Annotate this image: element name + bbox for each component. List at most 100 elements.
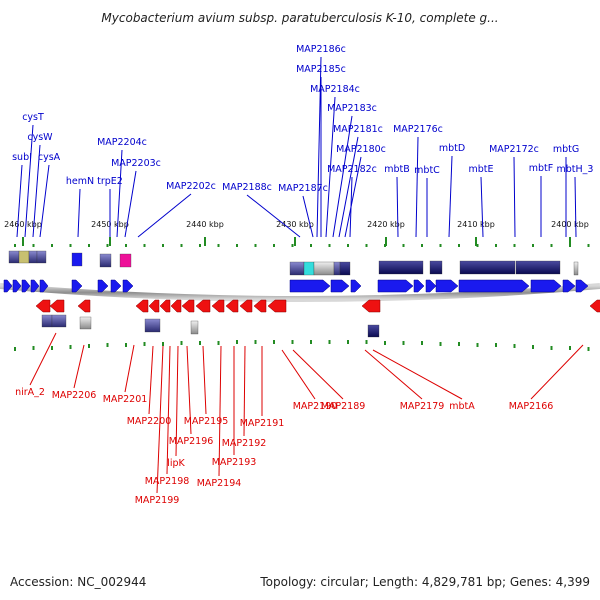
- tick-dot: [291, 244, 294, 247]
- reverse-leader-line: [281, 349, 316, 400]
- forward-gene-label: MAP2181c: [333, 124, 383, 135]
- tick-dot: [587, 244, 590, 247]
- forward-gene-label: mbtE: [468, 164, 493, 175]
- feature-box: [367, 324, 380, 338]
- feature-box: [313, 261, 335, 276]
- feature-box: [333, 261, 341, 276]
- forward-gene-arrow: [71, 279, 83, 293]
- tick-dot: [217, 341, 220, 345]
- reverse-leader-lines: [29, 332, 584, 494]
- tick-dot: [88, 244, 90, 247]
- scale-tick-label: 2460 kbp: [4, 220, 42, 229]
- feature-box: [36, 250, 47, 264]
- reverse-leader-line: [530, 344, 584, 400]
- forward-gene-label: mbtF: [529, 163, 553, 174]
- forward-gene-arrow: [530, 279, 562, 293]
- tick-dot: [291, 340, 294, 344]
- forward-leader-line: [39, 164, 50, 238]
- tick-dot: [365, 340, 368, 344]
- reverse-leader-line: [186, 345, 192, 435]
- tick-dot: [328, 340, 331, 344]
- forward-leader-line: [316, 56, 322, 238]
- forward-gene-arrow: [97, 279, 109, 293]
- feature-box: [28, 250, 38, 264]
- forward-gene-label: MAP2202c: [166, 181, 216, 192]
- forward-gene-arrow: [458, 279, 530, 293]
- reverse-leader-line: [124, 344, 135, 393]
- tick-dot: [476, 244, 479, 247]
- reverse-gene-arrow: [181, 299, 195, 313]
- reverse-leader-line: [175, 345, 179, 457]
- reverse-gene-label: MAP2201: [103, 394, 148, 405]
- feature-box: [190, 320, 199, 335]
- feature-box: [339, 261, 351, 276]
- forward-gene-label: MAP2182c: [327, 164, 377, 175]
- feature-box: [18, 250, 30, 264]
- tick-dot: [273, 244, 275, 247]
- forward-leader-line: [574, 176, 577, 238]
- forward-gene-arrow: [21, 279, 31, 293]
- reverse-gene-arrow: [49, 299, 65, 313]
- tick-dot: [439, 342, 442, 346]
- feature-box: [99, 253, 112, 268]
- scale-tick-label: 2440 kbp: [186, 220, 224, 229]
- tick-dot: [162, 244, 164, 247]
- tick-dot: [51, 244, 53, 247]
- reverse-gene-label: MAP2200: [127, 416, 172, 427]
- reverse-gene-arrow: [253, 299, 267, 313]
- reverse-gene-label: MAP2189: [321, 401, 366, 412]
- reverse-gene-label: MAP2196: [169, 436, 214, 447]
- reverse-leader-line: [29, 332, 57, 386]
- forward-gene-label: mbtH_3: [557, 164, 594, 175]
- forward-gene-label: MAP2185c: [296, 64, 346, 75]
- forward-gene-label: mbtC: [414, 165, 440, 176]
- tick-dot: [143, 342, 146, 346]
- forward-gene-label: mbtD: [439, 143, 465, 154]
- tick-dots: [14, 244, 590, 351]
- forward-leader-line: [415, 136, 419, 238]
- forward-gene-arrow: [350, 279, 362, 293]
- forward-leader-line: [349, 176, 353, 238]
- tick-dot: [180, 244, 183, 247]
- tick-dot: [384, 244, 386, 247]
- forward-gene-label: MAP2186c: [296, 44, 346, 55]
- reverse-gene-label: mbtA: [449, 401, 475, 412]
- tick-dot: [236, 244, 238, 247]
- summary-label: Topology: circular; Length: 4,829,781 bp…: [260, 575, 590, 589]
- feature-box: [429, 260, 443, 275]
- forward-gene-arrow: [575, 279, 589, 293]
- forward-leader-line: [480, 176, 484, 238]
- feature-box: [289, 261, 305, 276]
- forward-leader-line: [246, 194, 301, 238]
- feature-box: [41, 314, 53, 328]
- reverse-gene-label: MAP2179: [400, 401, 445, 412]
- forward-leader-line: [325, 96, 336, 238]
- tick-dot: [106, 343, 109, 347]
- tick-dot: [569, 346, 571, 350]
- forward-gene-arrow: [330, 279, 350, 293]
- forward-gene-label: MAP2203c: [111, 158, 161, 169]
- reverse-gene-arrow: [589, 299, 600, 313]
- forward-leader-line: [16, 164, 23, 238]
- reverse-gene-label: MAP2192: [222, 438, 267, 449]
- forward-gene-label: MAP2183c: [327, 103, 377, 114]
- reverse-gene-label: MAP2190: [293, 401, 338, 412]
- tick-dot: [69, 244, 72, 247]
- forward-gene-label: cysW: [27, 132, 53, 143]
- tick-dot: [550, 244, 553, 247]
- tick-dot: [347, 244, 349, 247]
- feature-box: [573, 261, 579, 276]
- forward-gene-label: mbtB: [384, 164, 410, 175]
- forward-leader-lines: [16, 56, 577, 238]
- forward-gene-label: MAP2204c: [97, 137, 147, 148]
- scale-tick-label: 2420 kbp: [367, 220, 405, 229]
- feature-box: [459, 260, 516, 275]
- forward-gene-label: MAP2180c: [336, 144, 386, 155]
- reverse-leader-line: [243, 345, 246, 437]
- tick-dot: [125, 244, 127, 247]
- forward-gene-arrow: [413, 279, 425, 293]
- reverse-leader-line: [166, 345, 171, 475]
- forward-gene-label: MAP2184c: [310, 84, 360, 95]
